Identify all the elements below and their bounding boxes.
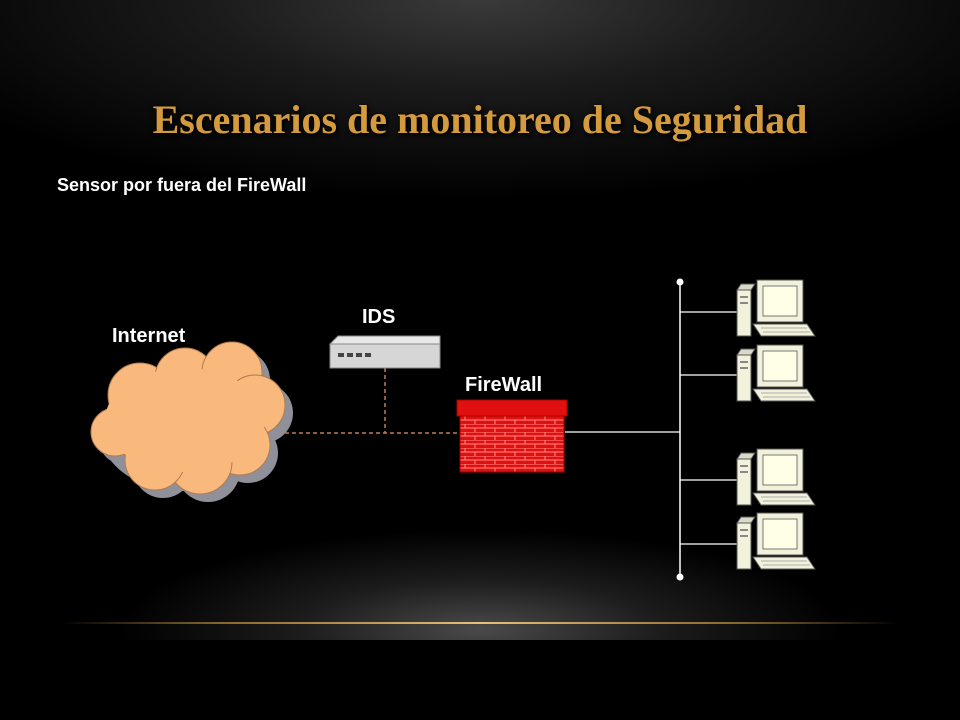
background-glow-top <box>0 0 960 260</box>
computer-icon <box>736 448 816 506</box>
ids-label: IDS <box>362 306 396 328</box>
slide-title: Escenarios de monitoreo de Seguridad <box>152 97 808 142</box>
lan-backbone <box>676 278 738 581</box>
decorative-gold-line <box>60 622 900 624</box>
cloud-icon <box>90 341 293 502</box>
computer-icon <box>736 279 816 337</box>
brick-wall-icon <box>456 399 568 473</box>
firewall-label: FireWall <box>465 374 543 396</box>
computer-icon <box>736 512 816 570</box>
internet-label: Internet <box>112 325 186 347</box>
ids-appliance-icon <box>328 335 441 369</box>
slide-subtitle: Sensor por fuera del FireWall <box>57 175 307 195</box>
computer-icon <box>736 344 816 402</box>
